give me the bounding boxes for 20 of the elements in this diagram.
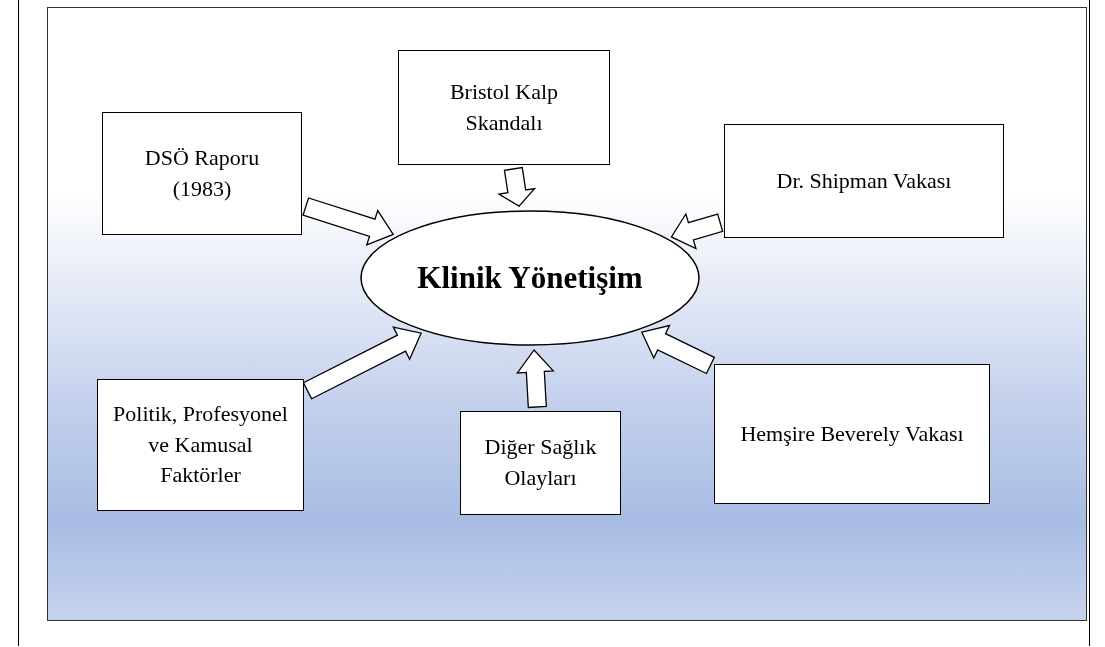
- block-arrow: [302, 326, 423, 400]
- node-label: Hemşire Beverely Vakası: [740, 419, 964, 448]
- text-box: [460, 411, 621, 515]
- node-label: Dr. Shipman Vakası: [776, 166, 952, 195]
- node-label: DSÖ Raporu (1983): [143, 143, 261, 203]
- text-box: [102, 112, 302, 235]
- node-label: Bristol Kalp Skandalı: [448, 77, 560, 137]
- text-box: [398, 50, 610, 165]
- node-label: Diğer Sağlık Olayları: [483, 433, 598, 492]
- node-label: Klinik Yönetişim: [417, 259, 643, 298]
- block-arrow: [670, 212, 724, 250]
- ellipse-node: [360, 210, 700, 346]
- block-arrow: [497, 166, 537, 207]
- node-label: Politik, Profesyonel ve Kamusal Faktörler: [112, 399, 289, 490]
- text-box: [724, 124, 1004, 238]
- block-arrow: [516, 348, 555, 409]
- block-arrow: [302, 197, 395, 246]
- text-box: [97, 379, 304, 511]
- text-box: [714, 364, 990, 504]
- block-arrow: [640, 324, 716, 375]
